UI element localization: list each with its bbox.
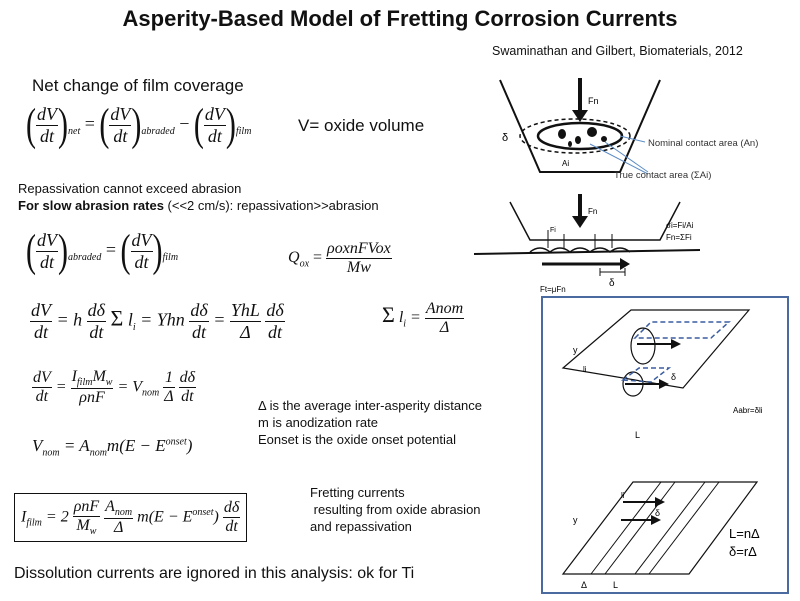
force-sum-label: Fn=ΣFi	[666, 233, 692, 242]
page-title: Asperity-Based Model of Fretting Corrosi…	[122, 6, 678, 31]
oxide-volume-definition: V= oxide volume	[298, 116, 425, 135]
explanations: Δ is the average inter-asperity distance…	[258, 397, 482, 448]
contact-area-diagram: Fn δ Ai Nominal contact area (An) True c…	[499, 78, 758, 181]
panel-li-bottom: li	[621, 491, 625, 500]
panel-Delta-bottom: Δ	[581, 580, 587, 590]
mid-force-label: Fn	[588, 207, 597, 216]
fi-label: Fi	[550, 227, 556, 234]
repassivation-line-2: For slow abrasion rates (<<2 cm/s): repa…	[18, 198, 379, 213]
nominal-area-label: Nominal contact area (An)	[648, 138, 758, 149]
equation-vnom: Vnom = Anomm(E − Eonset)	[32, 436, 193, 459]
delta-label: δ	[502, 132, 508, 144]
repassivation-line-1: Repassivation cannot exceed abrasion	[18, 181, 242, 196]
explanation-eonset: Eonset is the oxide onset potential	[258, 432, 457, 447]
stress-label: σi=Fi/Ai	[666, 221, 694, 230]
explanation-m: m is anodization rate	[258, 415, 378, 430]
asperity-force-diagram: Fn Fi δ Ft=μFn σi=Fi/Ai Fn=ΣFi	[473, 194, 701, 294]
dissolution-note: Dissolution currents are ignored in this…	[14, 565, 415, 582]
panel-y-top: y	[573, 345, 578, 355]
asperity-geometry-panel: y li δ Aabr=δli L y li δ Δ L L=nΔ δ=rΔ	[541, 296, 789, 594]
asperity-label: Ai	[562, 159, 569, 168]
panel-L-top: L	[635, 430, 640, 440]
relation-delta: δ=rΔ	[729, 544, 757, 559]
asperity-geometry-svg: y li δ Aabr=δli L y li δ Δ L L=nΔ δ=rΔ	[561, 309, 763, 590]
normal-force-label: Fn	[588, 96, 599, 106]
panel-delta-top: δ	[671, 372, 676, 382]
mid-delta-label: δ	[609, 278, 615, 289]
panel-li-top: li	[583, 365, 587, 374]
panel-L-bottom: L	[613, 580, 618, 590]
relation-L: L=nΔ	[729, 526, 760, 541]
panel-area-label: Aabr=δli	[733, 406, 763, 415]
true-area-label: True contact area (ΣAi)	[614, 170, 711, 181]
panel-y-bottom: y	[573, 515, 578, 525]
substrate-line	[473, 249, 701, 255]
fretting-note: Fretting currents resulting from oxide a…	[310, 485, 481, 534]
net-change-label: Net change of film coverage	[32, 76, 244, 95]
friction-label: Ft=μFn	[540, 285, 566, 294]
explanation-delta: Δ is the average inter-asperity distance	[258, 398, 483, 413]
citation: Swaminathan and Gilbert, Biomaterials, 2…	[492, 44, 743, 58]
panel-delta-bottom: δ	[655, 508, 660, 518]
